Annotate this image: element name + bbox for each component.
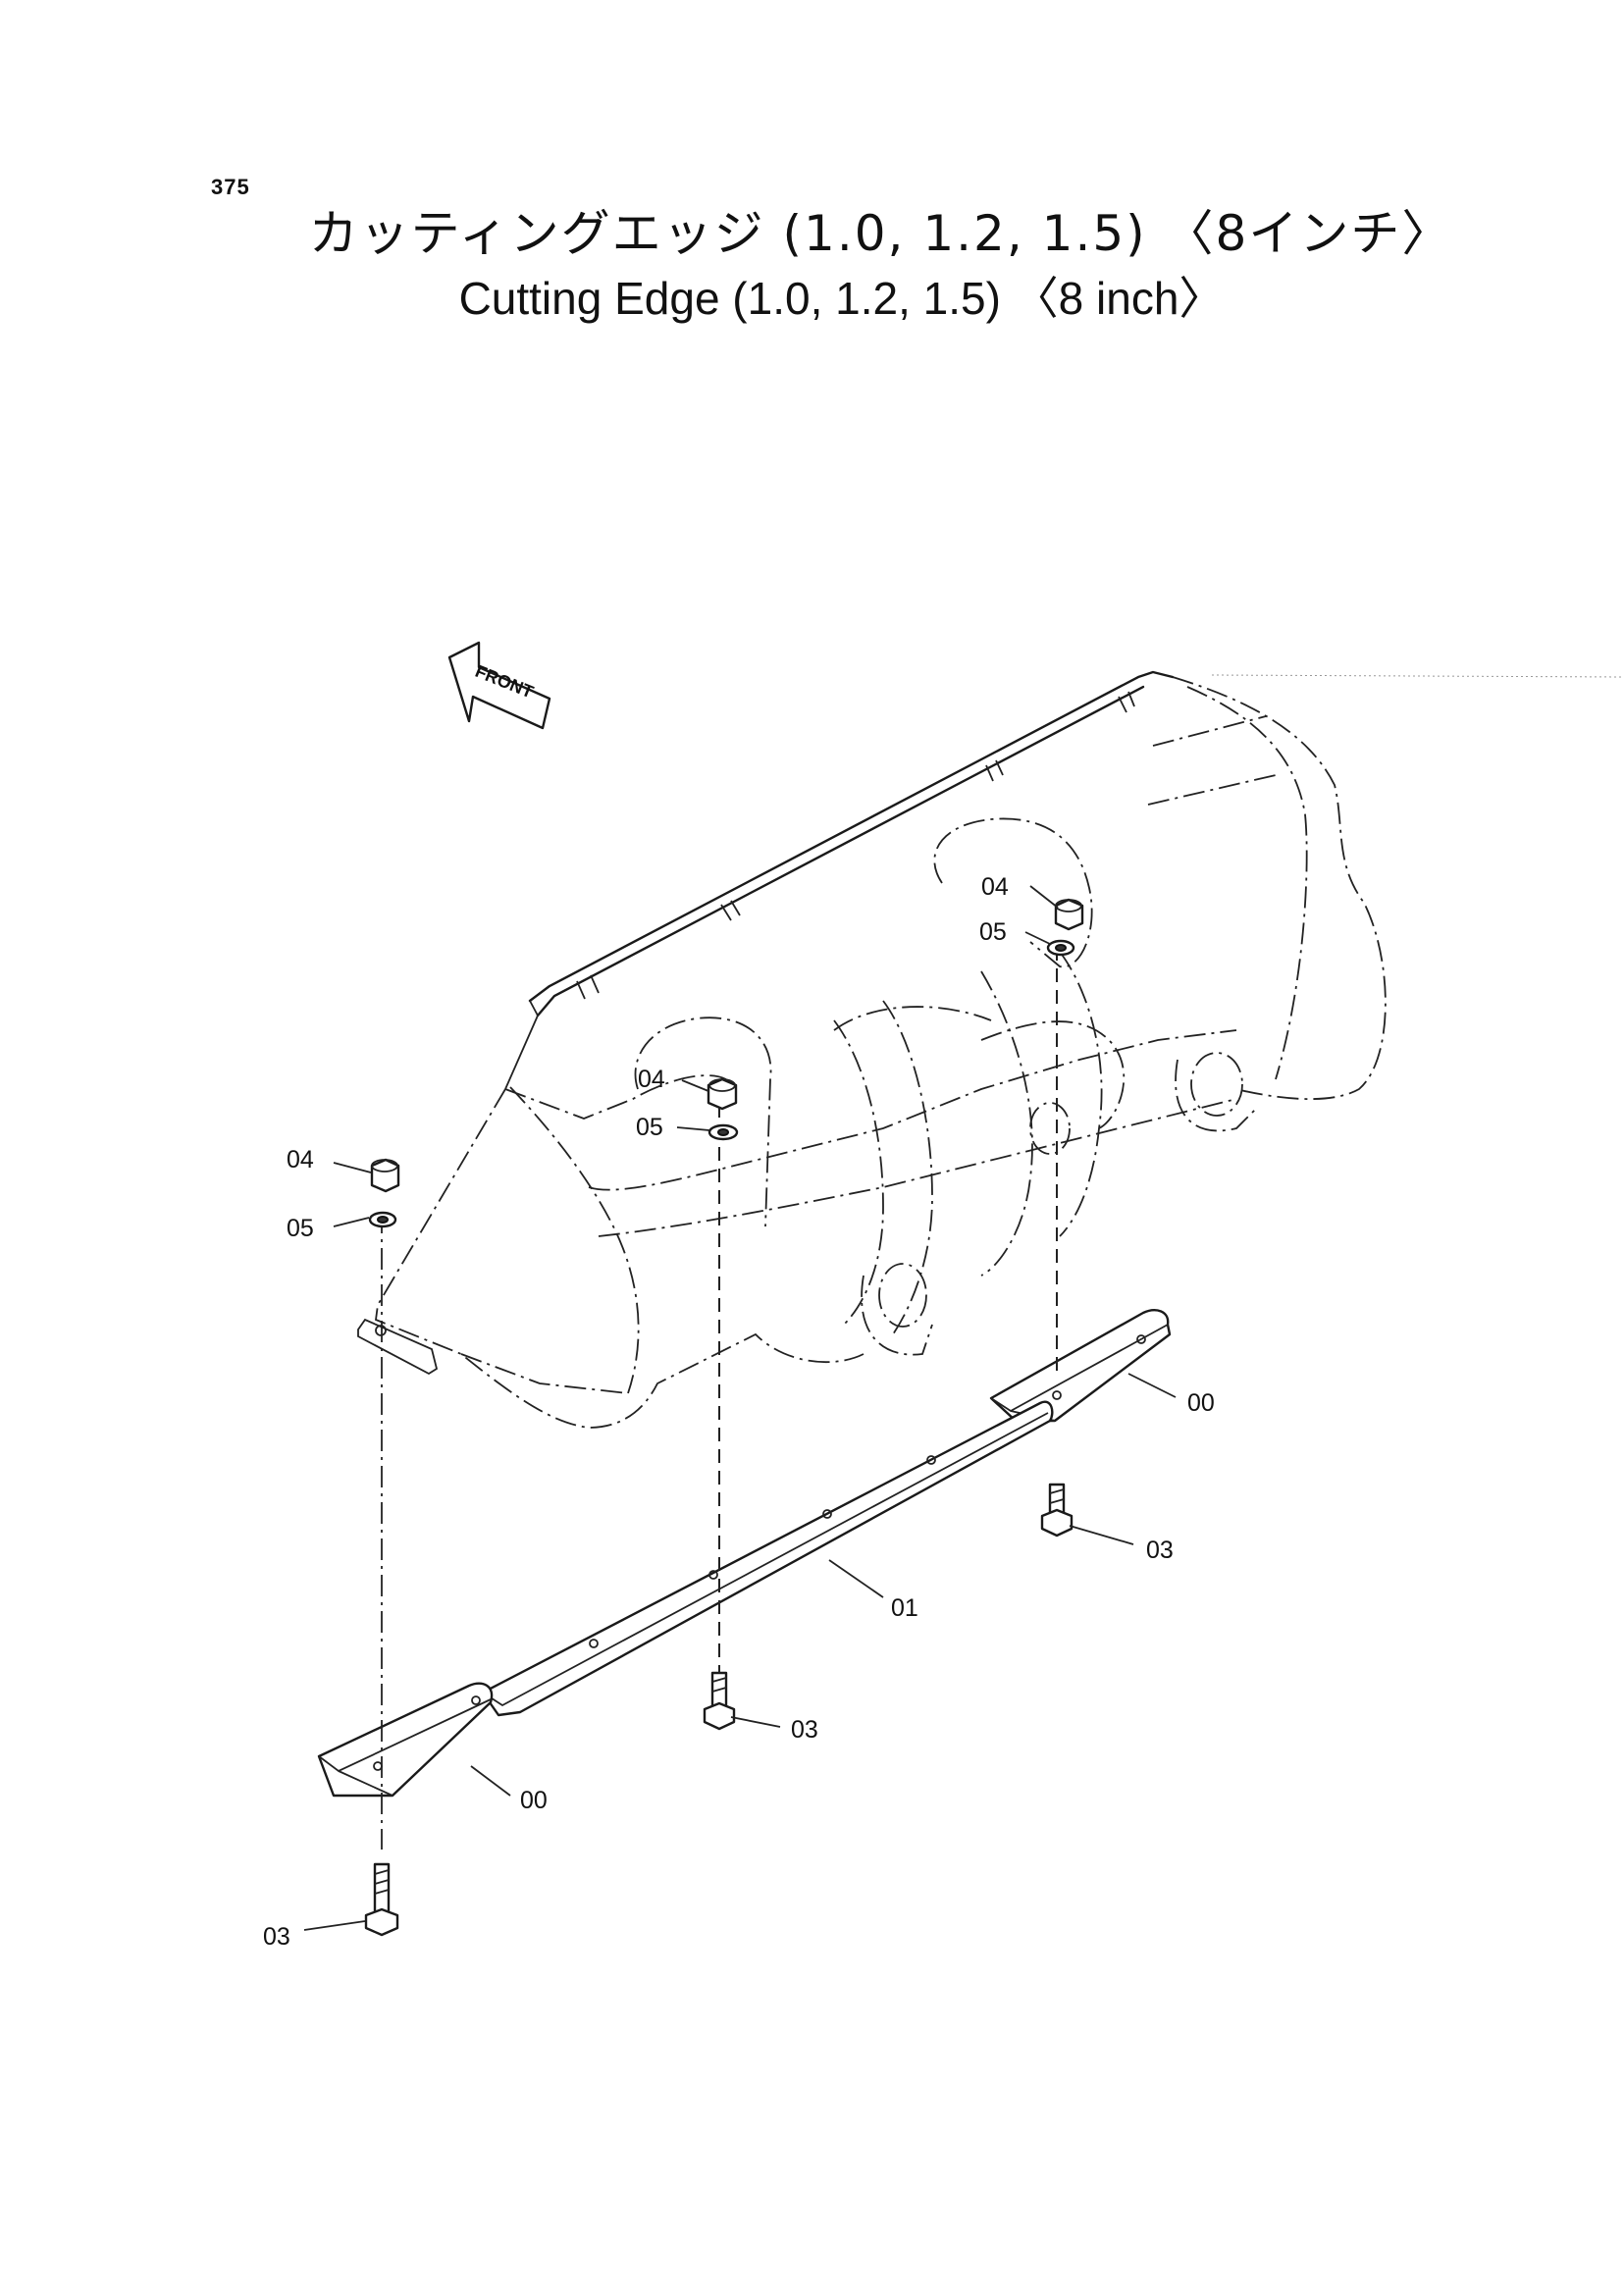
callout-right-washer: 05 xyxy=(979,918,1007,946)
right-washer xyxy=(1046,939,1075,957)
callout-center-bolt: 03 xyxy=(791,1716,818,1744)
callout-left-washer: 05 xyxy=(287,1215,314,1242)
leader-lines xyxy=(303,885,1177,1931)
right-bolt xyxy=(1040,1483,1074,1538)
page-number: 375 xyxy=(211,175,250,199)
front-arrow-icon: FRONT xyxy=(447,641,551,730)
reference-line xyxy=(1211,674,1624,678)
callout-right-end-bit: 00 xyxy=(1187,1389,1215,1417)
callout-right-nut: 04 xyxy=(981,873,1009,901)
right-nut xyxy=(1054,898,1084,931)
center-nut xyxy=(707,1077,738,1111)
center-bolt xyxy=(703,1671,736,1731)
right-end-bit xyxy=(989,1309,1172,1423)
page-title-japanese: カッティングエッジ (1.0, 1.2, 1.5) 〈8インチ〉 xyxy=(308,205,1453,262)
callout-left-end-bit: 00 xyxy=(520,1787,548,1814)
callout-right-bolt: 03 xyxy=(1146,1537,1174,1564)
left-washer xyxy=(368,1211,397,1228)
callout-center-nut: 04 xyxy=(638,1066,665,1093)
center-cutting-edge xyxy=(481,1400,1054,1717)
callout-left-bolt: 03 xyxy=(263,1923,290,1951)
page-title-english: Cutting Edge (1.0, 1.2, 1.5) 〈8 inch〉 xyxy=(458,273,1225,324)
left-bolt xyxy=(364,1862,399,1937)
left-nut xyxy=(370,1158,400,1193)
center-washer xyxy=(707,1123,739,1141)
left-end-bit xyxy=(317,1682,494,1798)
callout-center-edge: 01 xyxy=(891,1594,918,1622)
callout-left-nut: 04 xyxy=(287,1146,314,1173)
bucket-phantom-outline xyxy=(357,670,1387,1429)
callout-center-washer: 05 xyxy=(636,1114,663,1141)
